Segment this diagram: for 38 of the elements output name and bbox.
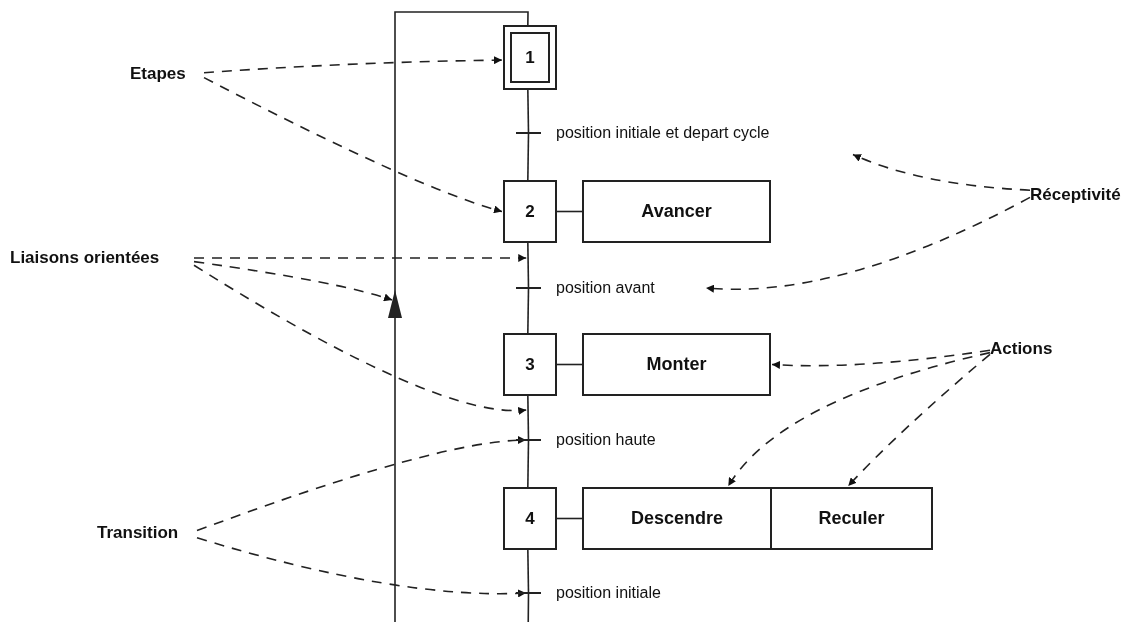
- initial-step-box: 1: [503, 25, 557, 90]
- leader-arrow: [203, 76, 503, 214]
- link-line: [527, 89, 530, 134]
- link-line: [556, 210, 583, 213]
- leader-arrow: [203, 56, 503, 74]
- link-line: [527, 242, 530, 289]
- step-box: 4: [503, 487, 557, 550]
- action-box: Descendre: [582, 487, 772, 550]
- link-line: [556, 363, 583, 366]
- leader-arrow: [727, 351, 991, 487]
- leader-arrow: [193, 254, 527, 262]
- leader-arrow: [705, 196, 1031, 293]
- link-line: [527, 549, 530, 594]
- leader-arrow: [193, 260, 393, 302]
- callout-label: Transition: [97, 521, 197, 545]
- callout-label: Actions: [990, 337, 1070, 361]
- step-box: 2: [503, 180, 557, 243]
- action-box: Avancer: [582, 180, 771, 243]
- receptivity-label: position haute: [556, 428, 706, 452]
- action-box: Monter: [582, 333, 771, 396]
- link-line: [527, 132, 530, 181]
- action-box: Reculer: [770, 487, 933, 550]
- leader-arrow: [852, 153, 1031, 191]
- link-line: [527, 287, 530, 334]
- link-line: [556, 517, 583, 520]
- callout-label: Liaisons orientées: [10, 246, 194, 270]
- receptivity-label: position initiale et depart cycle: [556, 121, 856, 145]
- leader-arrow: [847, 353, 991, 487]
- receptivity-label: position initiale: [556, 581, 706, 605]
- step-box: 3: [503, 333, 557, 396]
- leader-arrow: [771, 349, 991, 369]
- link-line: [527, 439, 530, 488]
- link-line: [527, 395, 530, 441]
- loop-link-arrow: [388, 11, 530, 622]
- leader-arrow: [193, 264, 527, 415]
- callout-label: Réceptivité: [1030, 183, 1146, 207]
- receptivity-label: position avant: [556, 276, 706, 300]
- callout-label: Etapes: [130, 62, 204, 86]
